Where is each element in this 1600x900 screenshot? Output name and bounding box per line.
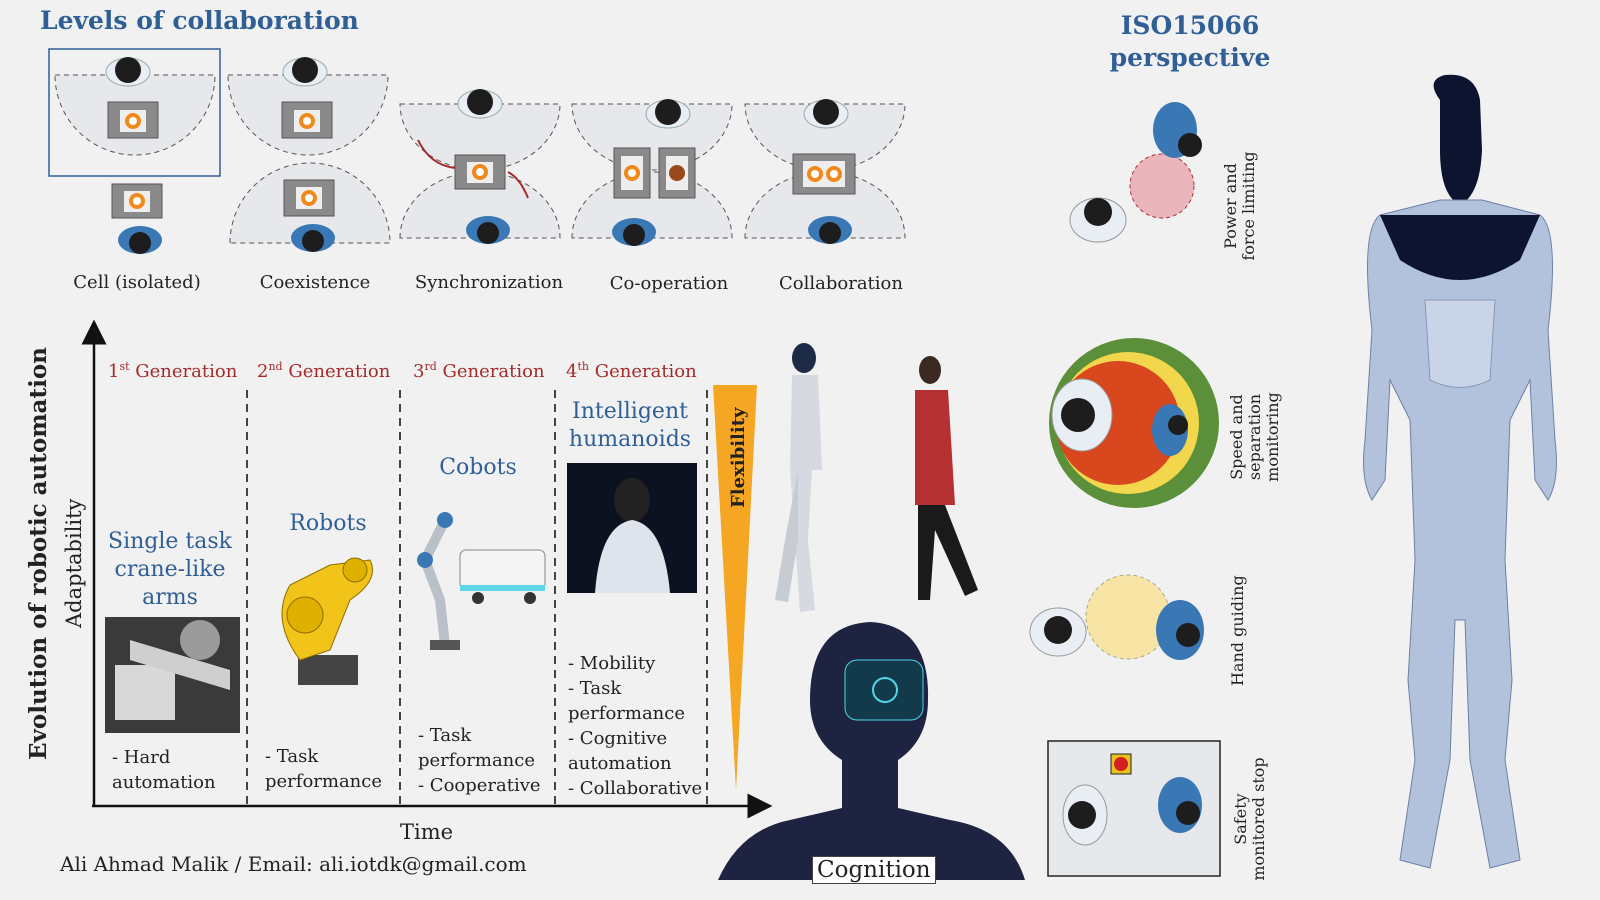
cobot-photo	[417, 512, 546, 650]
walking-humanoid-figure	[775, 343, 822, 612]
generation-3-heading: 3rd Generation	[413, 360, 545, 382]
cognition-label: Cognition	[812, 856, 936, 884]
generation-1-heading: 1st Generation	[108, 360, 238, 382]
walking-woman-figure	[915, 356, 978, 600]
generation-3-type: Cobots	[439, 455, 517, 480]
levels-title: Levels of collaboration	[40, 6, 359, 35]
level-label-cooperation: Co-operation	[609, 273, 729, 294]
humanoid-photo	[567, 463, 697, 593]
flexibility-wedge	[713, 385, 757, 790]
iso-label-speed-separation: Speed and separation monitoring	[1227, 392, 1282, 482]
industrial-robot-photo	[281, 557, 373, 685]
generation-2-heading: 2nd Generation	[257, 360, 391, 382]
level-label-synchronization: Synchronization	[414, 272, 564, 293]
iso-label-power-force: Power and force limiting	[1221, 151, 1258, 261]
level-label-cell: Cell (isolated)	[73, 272, 201, 293]
level-label-collaboration: Collaboration	[779, 273, 903, 294]
tesla-humanoid-robot	[1363, 74, 1557, 869]
generation-1-type: Single task crane-like arms	[108, 529, 232, 610]
generation-1-features: - Hard automation	[112, 747, 216, 793]
collaboration-illustration	[744, 98, 906, 244]
generation-4-heading: 4th Generation	[566, 360, 697, 382]
time-axis-label: Time	[400, 820, 454, 844]
synchronization-illustration	[399, 88, 561, 244]
safety-monitored-stop-illustration	[1047, 740, 1221, 877]
speed-separation-illustration	[1049, 338, 1219, 508]
cooperation-illustration	[571, 98, 733, 246]
level-label-coexistence: Coexistence	[259, 272, 371, 293]
author-credit: Ali Ahmad Malik / Email: ali.iotdk@gmail…	[60, 852, 527, 876]
crane-arm-photo	[105, 617, 240, 733]
generation-4-features: - Mobility - Task performance - Cognitiv…	[568, 653, 703, 799]
iso-label-hand-guiding: Hand guiding	[1228, 575, 1247, 686]
generation-2-type: Robots	[289, 511, 367, 536]
generation-4-type: Intelligent humanoids	[568, 399, 692, 452]
coexistence-illustration	[227, 56, 391, 252]
iso-label-safety-stop: Safety monitored stop	[1231, 757, 1268, 881]
iso-title: ISO15066 perspective	[1109, 11, 1271, 72]
cognition-head-figure	[718, 622, 1025, 880]
hand-guiding-illustration	[1029, 574, 1204, 660]
generation-2-features: - Task performance	[265, 746, 383, 792]
generation-3-features: - Task performance - Cooperative	[418, 725, 541, 796]
power-force-limiting-illustration	[1069, 102, 1202, 243]
cell-isolated-illustration	[48, 48, 221, 254]
